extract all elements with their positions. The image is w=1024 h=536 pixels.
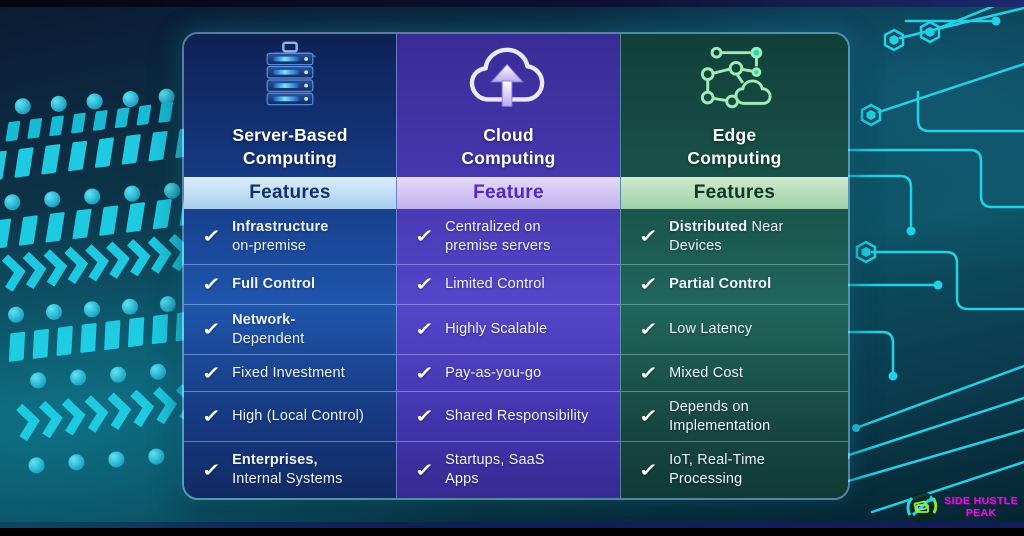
feature-text: Partial Control [669,276,772,293]
checkmark-icon: ✓ [414,362,435,383]
feature-text: Depends on Implementation [669,398,771,434]
feature-row: ✓ Partial Control [621,264,848,304]
title-line: Edge [712,124,757,145]
title-line: Computing [687,147,782,168]
edge-network-icon [692,35,778,117]
checkmark-icon: ✓ [414,226,435,246]
checkmark-icon: ✓ [201,226,222,246]
checkmark-icon: ✓ [201,319,222,339]
feature-row: ✓ Mixed Cost [621,354,848,391]
feature-row: ✓ Enterprises, Internal Systems [184,441,396,498]
checkmark-icon: ✓ [201,459,222,480]
checkmark-icon: ✓ [414,274,435,294]
circuit-decoration-right [842,0,1024,514]
checkmark-icon: ✓ [638,406,659,426]
feature-row: ✓ Startups, SaaS Apps [397,441,620,498]
title-line: Cloud [483,124,534,145]
feature-row: ✓ Highly Scalable [397,304,620,354]
feature-row: ✓ Pay-as-you-go [397,354,620,391]
feature-row: ✓ Fixed Investment [184,354,396,391]
feature-text: Fixed Investment [232,364,345,381]
checkmark-icon: ✓ [638,362,659,383]
feature-row: ✓ Centralized on premise servers [397,209,620,264]
feature-text: Limited Control [445,276,545,293]
feature-row: ✓ High (Local Control) [184,391,396,441]
title-line: Computing [242,147,338,168]
features-band: Feature [397,177,620,209]
checkmark-icon: ✓ [201,406,222,426]
checkmark-icon: ✓ [638,319,659,339]
feature-text: Shared Responsibility [445,408,589,425]
watermark-text: SIDE HUSTLE PEAK [944,494,1018,519]
feature-text: Network- Dependent [232,311,305,347]
checkmark-icon: ✓ [201,362,222,383]
bottom-bar [0,522,1024,536]
checkmark-icon: ✓ [638,459,659,480]
feature-text: Pay-as-you-go [445,364,542,381]
feature-row: ✓ Full Control [184,264,396,304]
feature-text: Startups, SaaS Apps [445,452,545,487]
watermark: SIDE HUSTLE PEAK [904,489,1018,525]
feature-row: ✓ Distributed Near Devices [621,209,848,264]
feature-list: ✓ Infrastructure on-premise ✓ Full Control… [184,209,396,498]
features-band: Features [184,177,396,209]
features-band: Features [621,177,848,209]
feature-row: ✓ Low Latency [621,304,848,354]
feature-text: Distributed Near Devices [669,218,784,254]
server-stack-icon [250,35,330,117]
side-hustle-peak-logo-icon [906,492,938,522]
circuit-decoration-left [0,87,205,475]
feature-list: ✓ Distributed Near Devices ✓ Partial Contr… [621,209,848,498]
feature-text: Enterprises, Internal Systems [232,452,343,487]
feature-text: High (Local Control) [232,408,365,425]
top-bar [0,0,1024,7]
feature-text: Full Control [232,276,316,293]
feature-text: IoT, Real-Time Processing [669,452,765,487]
feature-list: ✓ Centralized on premise servers ✓ Limited… [397,209,620,498]
checkmark-icon: ✓ [414,459,435,480]
checkmark-icon: ✓ [201,274,222,294]
title-line: Server-Based [232,124,348,145]
feature-text: Highly Scalable [445,321,548,338]
checkmark-icon: ✓ [414,319,435,339]
feature-row: ✓ Shared Responsibility [397,391,620,441]
feature-row: ✓ Infrastructure on-premise [184,209,396,264]
checkmark-icon: ✓ [414,406,435,426]
feature-row: ✓ Depends on Implementation [621,391,848,441]
checkmark-icon: ✓ [638,226,659,246]
feature-text: Centralized on premise servers [445,218,551,254]
checkmark-icon: ✓ [638,274,659,294]
feature-row: ✓ IoT, Real-Time Processing [621,441,848,498]
feature-row: ✓ Network- Dependent [184,304,396,354]
feature-text: Mixed Cost [669,364,744,381]
feature-text: Infrastructure on-premise [232,218,329,254]
feature-text: Low Latency [669,321,753,338]
title-line: Computing [461,147,556,168]
feature-row: ✓ Limited Control [397,264,620,304]
cloud-upload-icon [467,35,551,117]
